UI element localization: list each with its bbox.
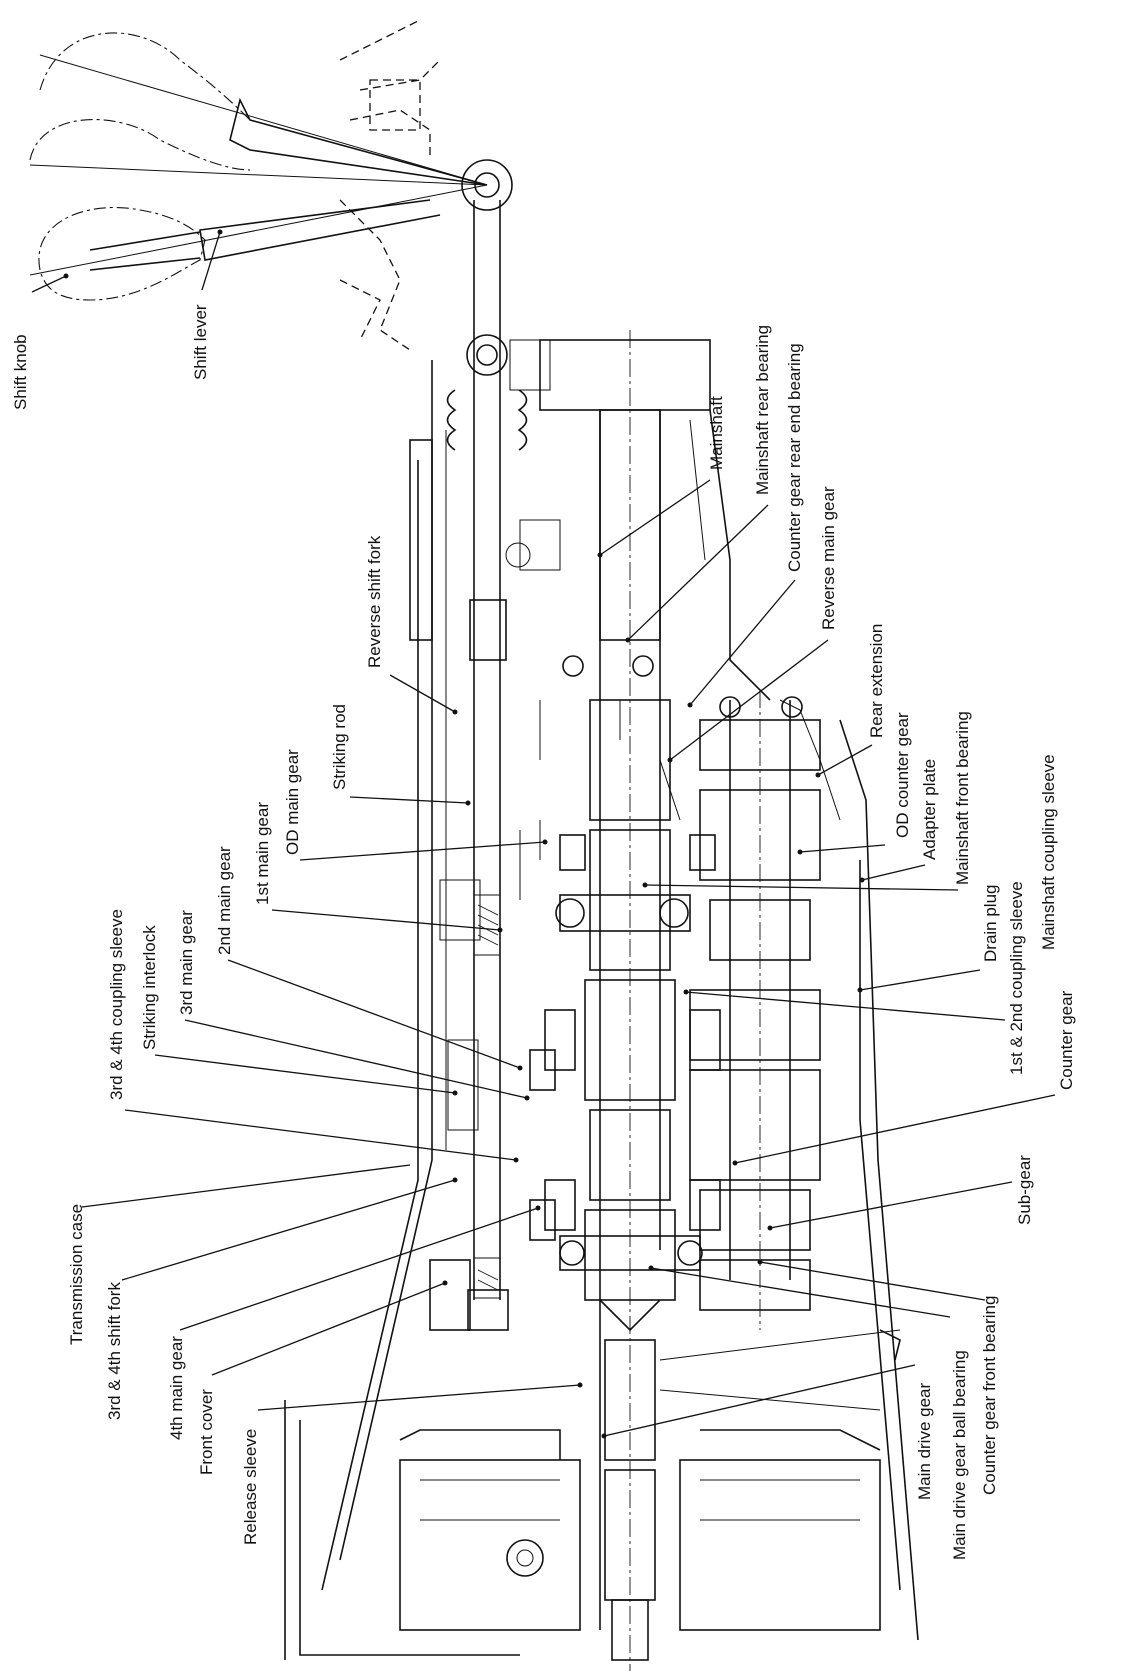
- label-shift-lever: Shift lever: [191, 304, 210, 380]
- leader-reverse-shift-fork: [389, 674, 456, 713]
- part-labels: Shift knob Shift lever Mainshaft Mainsha…: [11, 304, 1076, 1560]
- label-mainshaft-front-bearing: Mainshaft front bearing: [953, 711, 972, 885]
- leader-3rd-4th-coupling-sleeve: [124, 1109, 517, 1161]
- leader-lines: [31, 231, 1056, 1437]
- label-1st-2nd-coupling-sleeve: 1st & 2nd coupling sleeve: [1007, 881, 1026, 1075]
- label-main-drive-gear-ball-bearing: Main drive gear ball bearing: [950, 1350, 969, 1560]
- label-reverse-main-gear: Reverse main gear: [819, 486, 838, 630]
- label-sub-gear: Sub-gear: [1015, 1155, 1034, 1225]
- label-3rd-4th-shift-fork: 3rd & 4th shift fork: [105, 1282, 124, 1420]
- leader-mainshaft-front-bearing: [644, 884, 959, 891]
- label-reverse-shift-fork: Reverse shift fork: [365, 535, 384, 668]
- leader-mainshaft: [599, 479, 711, 556]
- leader-transmission-case: [81, 1164, 411, 1208]
- leader-counter-gear: [734, 1094, 1056, 1164]
- leader-front-cover: [211, 1282, 446, 1376]
- label-od-main-gear: OD main gear: [283, 749, 302, 855]
- label-3rd-4th-coupling-sleeve: 3rd & 4th coupling sleeve: [107, 909, 126, 1100]
- label-shift-knob: Shift knob: [11, 334, 30, 410]
- leader-mainshaft-rear-bearing: [627, 504, 769, 641]
- leader-2nd-main-gear: [227, 959, 521, 1069]
- leader-dots: [63, 229, 865, 1439]
- label-mainshaft-coupling-sleeve: Mainshaft coupling sleeve: [1039, 754, 1058, 950]
- label-striking-interlock: Striking interlock: [140, 925, 159, 1050]
- label-front-cover: Front cover: [197, 1389, 216, 1475]
- label-4th-main-gear: 4th main gear: [167, 1336, 186, 1440]
- label-mainshaft: Mainshaft: [707, 396, 726, 470]
- label-main-drive-gear: Main drive gear: [915, 1382, 934, 1500]
- leader-drain-plug: [859, 969, 981, 991]
- label-release-sleeve: Release sleeve: [241, 1429, 260, 1545]
- leader-od-main-gear: [299, 841, 546, 861]
- leader-shift-lever: [201, 231, 221, 291]
- transmission-drawing: [29, 19, 919, 1671]
- leader-3rd-4th-shift-fork: [121, 1179, 456, 1281]
- leader-adapter-plate: [861, 864, 926, 881]
- leader-counter-gear-front-bearing: [759, 1261, 986, 1301]
- label-adapter-plate: Adapter plate: [920, 759, 939, 860]
- leader-counter-gear-rear-end-bearing: [689, 579, 796, 706]
- label-1st-main-gear: 1st main gear: [253, 802, 272, 905]
- leader-4th-main-gear: [179, 1207, 539, 1331]
- label-counter-gear-rear-end-bearing: Counter gear rear end bearing: [785, 343, 804, 572]
- label-transmission-case: Transmission case: [67, 1204, 86, 1345]
- leader-striking-rod: [349, 796, 469, 804]
- leader-shift-knob: [31, 275, 67, 293]
- label-striking-rod: Striking rod: [330, 704, 349, 790]
- label-mainshaft-rear-bearing: Mainshaft rear bearing: [753, 325, 772, 495]
- leader-striking-interlock: [154, 1054, 456, 1094]
- leader-main-drive-gear-ball-bearing: [650, 1267, 951, 1318]
- label-drain-plug: Drain plug: [981, 885, 1000, 963]
- label-rear-extension: Rear extension: [867, 624, 886, 738]
- leader-1st-main-gear: [271, 909, 501, 931]
- leader-rear-extension: [817, 744, 873, 776]
- label-3rd-main-gear: 3rd main gear: [177, 910, 196, 1015]
- leader-1st-2nd-coupling-sleeve: [685, 991, 1006, 1021]
- leader-release-sleeve: [257, 1384, 581, 1411]
- leader-main-drive-gear: [603, 1364, 916, 1437]
- leader-sub-gear: [769, 1181, 1013, 1229]
- leader-od-counter-gear: [799, 844, 886, 853]
- label-od-counter-gear: OD counter gear: [893, 712, 912, 838]
- label-counter-gear: Counter gear: [1057, 990, 1076, 1090]
- leader-reverse-main-gear: [669, 639, 829, 761]
- label-counter-gear-front-bearing: Counter gear front bearing: [980, 1296, 999, 1495]
- leader-3rd-main-gear: [184, 1019, 528, 1099]
- label-2nd-main-gear: 2nd main gear: [215, 846, 234, 955]
